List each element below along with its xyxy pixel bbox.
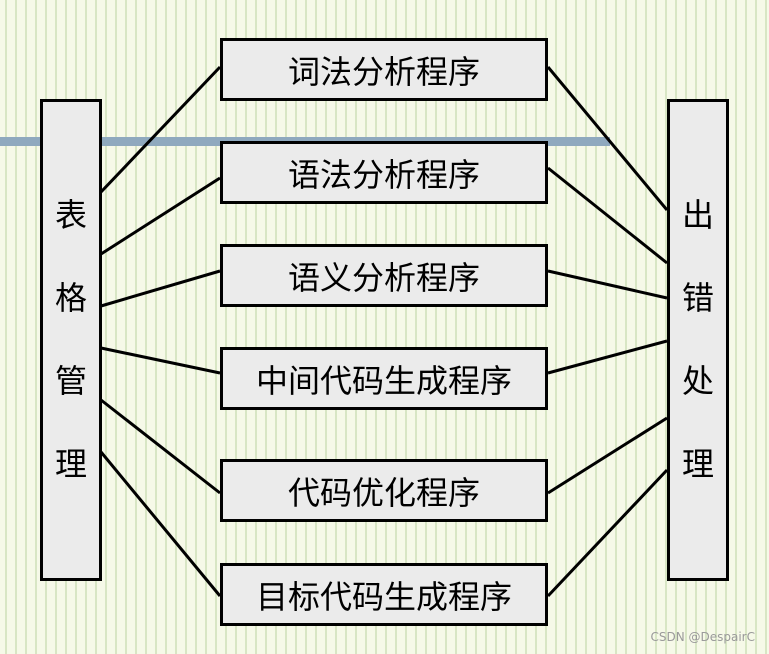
error-handling-char-1: 出 bbox=[681, 196, 714, 234]
table-management-box: 表 格 管 理 bbox=[40, 99, 102, 581]
connector-left-6 bbox=[99, 451, 222, 597]
connector-left-5 bbox=[100, 398, 221, 495]
connector-right-3 bbox=[547, 269, 668, 300]
connector-left-2 bbox=[100, 176, 221, 256]
connector-left-4 bbox=[100, 346, 221, 375]
lexical-analysis-box: 词法分析程序 bbox=[220, 38, 548, 101]
connector-right-6 bbox=[546, 468, 669, 598]
table-management-char-3: 管 bbox=[54, 362, 87, 400]
target-code-box: 目标代码生成程序 bbox=[220, 563, 548, 626]
connector-right-5 bbox=[547, 416, 668, 495]
error-handling-char-2: 错 bbox=[681, 279, 714, 317]
table-management-char-4: 理 bbox=[54, 445, 87, 483]
error-handling-char-4: 理 bbox=[681, 445, 714, 483]
watermark: CSDN @DespairC bbox=[650, 630, 755, 644]
intermediate-code-box: 中间代码生成程序 bbox=[220, 347, 548, 410]
connector-right-4 bbox=[547, 339, 668, 375]
syntax-analysis-box: 语法分析程序 bbox=[220, 141, 548, 204]
code-optimization-box: 代码优化程序 bbox=[220, 459, 548, 522]
table-management-char-1: 表 bbox=[54, 196, 87, 234]
connector-left-1 bbox=[99, 65, 222, 194]
error-handling-box: 出 错 处 理 bbox=[667, 99, 729, 581]
connector-right-1 bbox=[546, 66, 669, 211]
connector-right-2 bbox=[547, 166, 668, 265]
semantic-analysis-box: 语义分析程序 bbox=[220, 244, 548, 307]
table-management-char-2: 格 bbox=[54, 279, 87, 317]
connector-left-3 bbox=[100, 269, 221, 308]
error-handling-char-3: 处 bbox=[681, 362, 714, 400]
